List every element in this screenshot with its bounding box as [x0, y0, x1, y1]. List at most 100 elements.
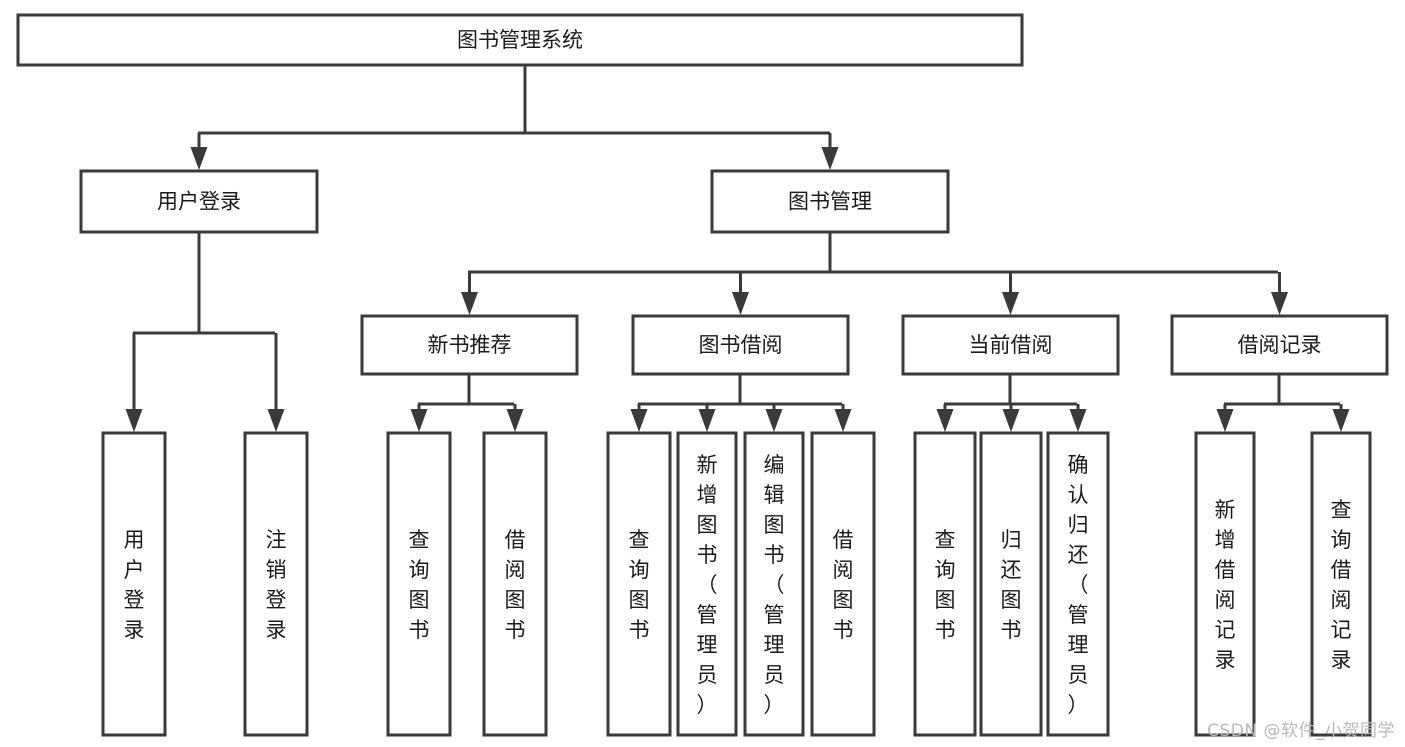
edge-newbook-to-leaf3 [410, 404, 428, 432]
node-records[interactable]: 借阅记录 [1170, 314, 1389, 376]
node-label: 新增借阅记录 [1215, 498, 1236, 672]
connector-layer [125, 65, 1350, 432]
node-box[interactable] [606, 431, 672, 737]
arrow-head-icon [267, 409, 285, 432]
node-leaf9[interactable]: 查询图书 [913, 431, 977, 737]
edge-root-to-bookmgmt [821, 133, 839, 170]
node-leaf6[interactable]: 新增图书（管理员） [676, 431, 738, 737]
connector-group [468, 232, 1278, 274]
node-label: 新增图书（管理员） [697, 453, 718, 717]
node-box[interactable] [1046, 431, 1110, 737]
arrow-head-icon [765, 409, 783, 432]
node-box[interactable] [901, 314, 1120, 376]
node-box[interactable] [676, 431, 738, 737]
edge-records-to-leaf12 [1216, 404, 1234, 432]
edge-current-to-leaf11 [1069, 404, 1087, 432]
node-box[interactable] [979, 431, 1043, 737]
node-label: 查询图书 [629, 528, 650, 642]
node-box[interactable] [1170, 314, 1389, 376]
node-label: 借阅图书 [505, 528, 526, 642]
edge-root-to-login [190, 133, 208, 170]
edge-newbook-to-leaf4 [506, 404, 524, 432]
node-layer: 图书管理系统用户登录图书管理新书推荐图书借阅当前借阅借阅记录用户登录注销登录查询… [16, 13, 1389, 737]
node-label: 图书管理系统 [457, 28, 583, 52]
arrow-head-icon [630, 409, 648, 432]
node-leaf10[interactable]: 归还图书 [979, 431, 1043, 737]
node-leaf8[interactable]: 借阅图书 [810, 431, 876, 737]
node-label: 图书管理 [788, 190, 872, 214]
node-label: 用户登录 [157, 190, 241, 214]
arrow-head-icon [834, 409, 852, 432]
connector-group [1224, 374, 1340, 406]
node-label: 新书推荐 [428, 333, 512, 357]
node-login[interactable]: 用户登录 [79, 169, 319, 234]
node-leaf13[interactable]: 查询借阅记录 [1310, 431, 1372, 737]
edge-records-to-leaf13 [1332, 404, 1350, 432]
arrow-head-icon [1332, 409, 1350, 432]
node-box[interactable] [16, 13, 1024, 67]
node-leaf2[interactable]: 注销登录 [243, 431, 309, 737]
node-leaf12[interactable]: 新增借阅记录 [1194, 431, 1256, 737]
edge-borrow-to-leaf6 [698, 404, 716, 432]
node-leaf1[interactable]: 用户登录 [101, 431, 167, 737]
node-box[interactable] [101, 431, 167, 737]
connector-group [944, 374, 1077, 406]
connector-group [133, 232, 275, 335]
node-box[interactable] [710, 169, 950, 234]
arrow-head-icon [461, 292, 478, 315]
node-leaf11[interactable]: 确认归还（管理员） [1046, 431, 1110, 737]
node-box[interactable] [482, 431, 548, 737]
node-box[interactable] [743, 431, 805, 737]
edge-borrow-to-leaf5 [630, 404, 648, 432]
node-box[interactable] [243, 431, 309, 737]
node-bookmgmt[interactable]: 图书管理 [710, 169, 950, 234]
arrow-head-icon [1002, 292, 1019, 315]
node-label: 借阅记录 [1238, 333, 1322, 357]
node-label: 查询图书 [935, 528, 956, 642]
node-label: 确认归还（管理员） [1068, 453, 1089, 717]
edge-login-to-leaf2 [267, 333, 285, 432]
arrow-head-icon [1216, 409, 1234, 432]
node-box[interactable] [631, 314, 850, 376]
edge-current-to-leaf9 [936, 404, 954, 432]
edge-borrow-to-leaf8 [834, 404, 852, 432]
node-box[interactable] [1194, 431, 1256, 737]
node-box[interactable] [360, 314, 579, 376]
node-label: 归还图书 [1001, 528, 1022, 642]
arrow-head-icon [1002, 409, 1020, 432]
node-box[interactable] [79, 169, 319, 234]
edge-bookmgmt-to-records [1271, 272, 1288, 315]
arrow-head-icon [1271, 292, 1288, 315]
node-label: 查询图书 [409, 528, 430, 642]
connector-group [638, 374, 842, 406]
edge-current-to-leaf10 [1002, 404, 1020, 432]
arrow-head-icon [698, 409, 716, 432]
node-label: 用户登录 [124, 528, 145, 642]
node-leaf3[interactable]: 查询图书 [386, 431, 452, 737]
node-label: 注销登录 [266, 528, 287, 642]
arrow-head-icon [410, 409, 428, 432]
arrow-head-icon [732, 292, 749, 315]
node-label: 编辑图书（管理员） [764, 453, 785, 717]
arrow-head-icon [1069, 409, 1087, 432]
node-label: 查询借阅记录 [1331, 498, 1352, 672]
node-box[interactable] [386, 431, 452, 737]
node-box[interactable] [913, 431, 977, 737]
node-leaf5[interactable]: 查询图书 [606, 431, 672, 737]
node-label: 当前借阅 [969, 333, 1053, 357]
arrow-head-icon [190, 147, 208, 170]
node-box[interactable] [1310, 431, 1372, 737]
node-newbook[interactable]: 新书推荐 [360, 314, 579, 376]
connector-group [198, 65, 830, 135]
node-root[interactable]: 图书管理系统 [16, 13, 1024, 67]
node-label: 图书借阅 [699, 333, 783, 357]
node-leaf4[interactable]: 借阅图书 [482, 431, 548, 737]
node-leaf7[interactable]: 编辑图书（管理员） [743, 431, 805, 737]
node-box[interactable] [810, 431, 876, 737]
arrow-head-icon [936, 409, 954, 432]
edge-borrow-to-leaf7 [765, 404, 783, 432]
node-borrow[interactable]: 图书借阅 [631, 314, 850, 376]
node-current[interactable]: 当前借阅 [901, 314, 1120, 376]
